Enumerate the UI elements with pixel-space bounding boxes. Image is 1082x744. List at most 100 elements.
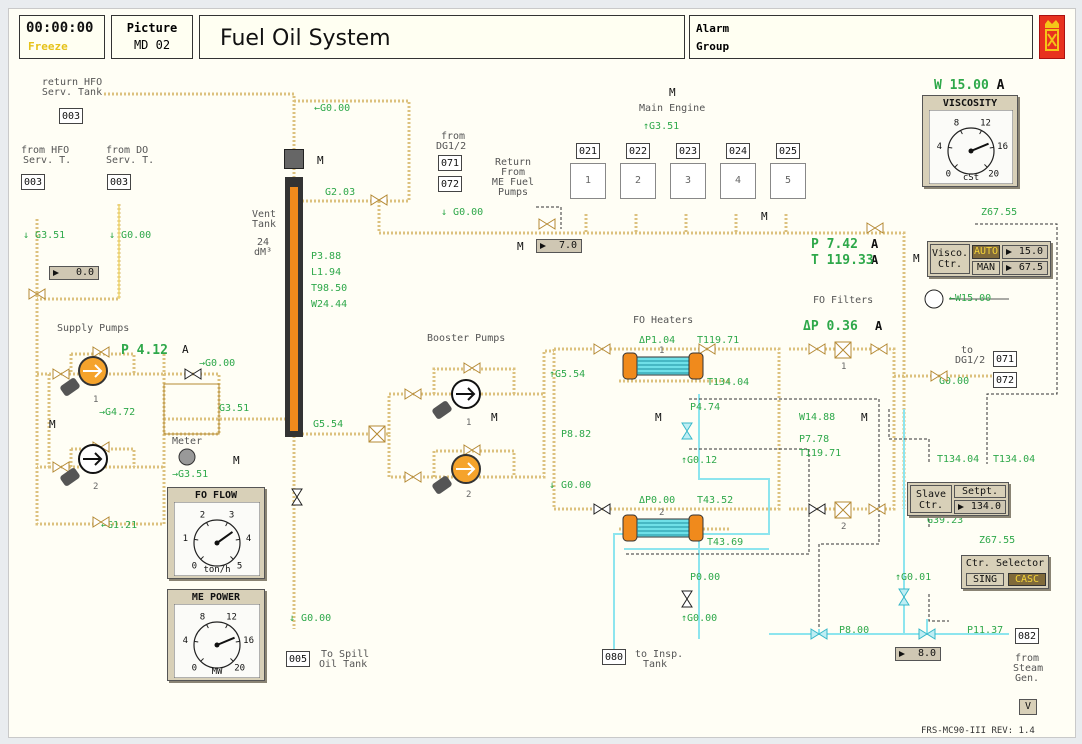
gauge-tick xyxy=(948,146,953,149)
heater-bottom-flow: ↓ G0.00 xyxy=(549,480,592,491)
steam-label: Steam xyxy=(1013,663,1044,674)
ctr-selector: Ctr. Selector SING CASC xyxy=(961,555,1049,589)
cylinder-3[interactable]: 3 xyxy=(670,163,706,199)
bypass-flow: →G0.00 xyxy=(199,358,236,369)
cylinder-4[interactable]: 4 xyxy=(720,163,756,199)
tag-024[interactable]: 024 xyxy=(726,143,750,159)
heater-pressure: P8.82 xyxy=(561,429,592,440)
from-do-label: from DO xyxy=(106,145,149,156)
gauge-tick xyxy=(200,658,204,662)
cylinder-1[interactable]: 1 xyxy=(570,163,606,199)
visco-controller: Visco. Ctr. AUTO 15.0 MAN 67.5 xyxy=(927,241,1051,277)
gauge-tick xyxy=(225,624,228,629)
tag-080[interactable]: 080 xyxy=(602,649,626,665)
tag-025[interactable]: 025 xyxy=(776,143,800,159)
visco-man-value[interactable]: 67.5 xyxy=(1002,261,1048,275)
gauge-tick-label: 16 xyxy=(243,636,254,646)
tag-072-from[interactable]: 072 xyxy=(438,176,462,192)
motor-flag: M xyxy=(233,454,240,467)
v-button[interactable]: V xyxy=(1019,699,1037,715)
visco-ctrl-label2: Ctr. xyxy=(937,259,963,270)
tag-022[interactable]: 022 xyxy=(626,143,650,159)
heater1-dp: ΔP1.04 xyxy=(639,335,676,346)
viscosity-heading: W 15.00 A xyxy=(934,79,1004,93)
alarm-group-box[interactable]: Alarm Group xyxy=(689,15,1033,59)
viscosity-gauge-title: VISCOSITY xyxy=(942,98,998,109)
booster-out-flow-value: G5.54 xyxy=(555,369,586,380)
fo-heaters-label: FO Heaters xyxy=(633,315,694,326)
tag-023[interactable]: 023 xyxy=(676,143,700,159)
tag-071-to[interactable]: 071 xyxy=(993,351,1017,367)
from-dg-id-label: DG1/2 xyxy=(436,141,467,152)
visco-auto-value[interactable]: 15.0 xyxy=(1002,245,1048,259)
steam-flow: ↑G0.01 xyxy=(895,572,932,583)
me-power-gauge-title: ME POWER xyxy=(191,592,241,603)
sim-time: 00:00:00 xyxy=(26,20,94,36)
motor-flag: M xyxy=(517,240,524,253)
gauge-tick-label: 16 xyxy=(997,142,1008,152)
cylinder-2[interactable]: 2 xyxy=(620,163,656,199)
gauge-tick xyxy=(979,130,982,135)
picture-box[interactable]: Picture MD 02 xyxy=(111,15,193,59)
heater2-out-temp: T43.69 xyxy=(707,537,744,548)
setpt-value[interactable]: 134.0 xyxy=(954,500,1006,514)
gauge-tick xyxy=(200,556,204,560)
setpt-button[interactable]: Setpt. xyxy=(954,485,1006,498)
visco-ctrl-label: Visco. xyxy=(931,248,969,259)
gauge-tick xyxy=(235,640,240,643)
visco-ctrl-button[interactable]: Visco. Ctr. xyxy=(930,244,970,274)
gauge-tick xyxy=(235,538,240,541)
visco-auto-button[interactable]: AUTO xyxy=(972,245,1000,259)
slave-ctrl-label: Slave xyxy=(915,489,947,500)
pump1-flow: →G4.72 xyxy=(99,407,136,418)
return-flow: ←G0.00 xyxy=(314,103,351,114)
supply-valve-display[interactable]: 0.0 xyxy=(49,266,99,280)
gauge-hub xyxy=(214,642,220,648)
tag-005[interactable]: 005 xyxy=(286,651,310,667)
tag-072-to[interactable]: 072 xyxy=(993,372,1017,388)
tag-003-return[interactable]: 003 xyxy=(59,108,83,124)
booster-out-flow: ↑G5.54 xyxy=(549,369,586,380)
visco-man-button[interactable]: MAN xyxy=(972,261,1000,275)
setpt-temp: T134.04 xyxy=(993,454,1036,465)
tag-071-from[interactable]: 071 xyxy=(438,155,462,171)
steam-pressure: P8.00 xyxy=(839,625,870,636)
z-bottom-reading: Z67.55 xyxy=(979,535,1016,546)
bypass-flow-value: G0.00 xyxy=(205,358,236,369)
dg-flow-value: G0.00 xyxy=(453,207,484,218)
return-valve-display[interactable]: 7.0 xyxy=(536,239,582,253)
sing-button[interactable]: SING xyxy=(966,573,1004,586)
tank-level: L1.94 xyxy=(311,267,342,278)
slave-ctrl-button[interactable]: Slave Ctr. xyxy=(910,485,952,513)
gauge-tick xyxy=(225,522,228,527)
do-flow: ↓ G0.00 xyxy=(109,230,152,241)
viscosity-sensor-icon xyxy=(924,289,944,309)
tag-021[interactable]: 021 xyxy=(576,143,600,159)
steam-valve-display[interactable]: 8.0 xyxy=(895,647,941,661)
crown-logo-icon xyxy=(1045,20,1059,51)
booster-in-flow: G5.54 xyxy=(313,419,344,430)
tag-082[interactable]: 082 xyxy=(1015,628,1039,644)
vent-tank[interactable] xyxy=(285,177,303,437)
gauge-tick-label: 5 xyxy=(237,562,242,572)
gauge-tick xyxy=(230,658,234,662)
from-do-tank-label: Serv. T. xyxy=(106,155,155,166)
cylinder-5[interactable]: 5 xyxy=(770,163,806,199)
revision-label: FRS-MC90-III REV: 1.4 xyxy=(921,726,1035,736)
clock-box[interactable]: 00:00:00 Freeze xyxy=(19,15,105,59)
do-flow-value: G0.00 xyxy=(121,230,152,241)
vent-tank-motor-icon[interactable] xyxy=(284,149,304,169)
gauge-tick xyxy=(989,146,994,149)
casc-button[interactable]: CASC xyxy=(1008,573,1046,586)
return-flow-value: G0.00 xyxy=(320,103,351,114)
from-hfo-label: from HFO xyxy=(21,145,70,156)
tank-pressure: P3.88 xyxy=(311,251,342,262)
tag-003-do[interactable]: 003 xyxy=(107,174,131,190)
tag-003-hfo[interactable]: 003 xyxy=(21,174,45,190)
gauge-needle xyxy=(216,636,235,646)
viscosity-heading-value: W 15.00 xyxy=(934,78,989,93)
